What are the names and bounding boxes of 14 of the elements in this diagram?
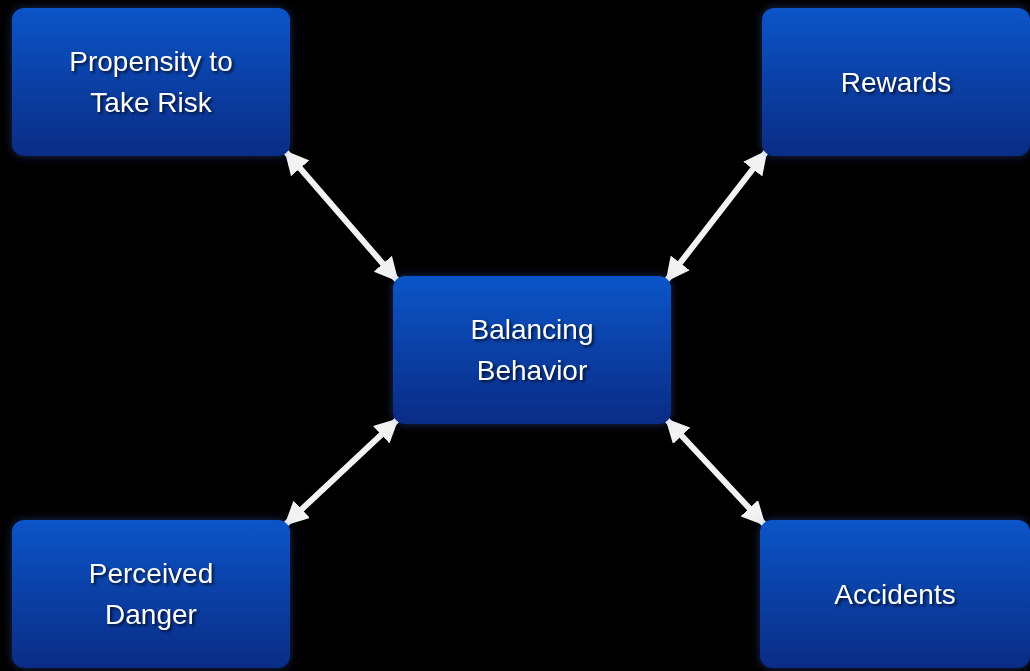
process-box: [760, 520, 1030, 668]
box-label: Balancing Behavior: [469, 313, 595, 388]
double-arrow: [283, 417, 400, 527]
process-box: [762, 8, 1030, 156]
box-label: Rewards: [840, 65, 952, 100]
box-label: Perceived Danger: [87, 557, 215, 632]
box-label: Accidents: [834, 577, 956, 612]
process-box: [393, 276, 671, 424]
double-arrow: [664, 417, 767, 527]
double-arrow: [283, 150, 400, 282]
box-label: Propensity to Take Risk: [68, 45, 234, 120]
process-box: [12, 8, 290, 156]
double-arrow: [664, 150, 769, 282]
process-box: [12, 520, 290, 668]
